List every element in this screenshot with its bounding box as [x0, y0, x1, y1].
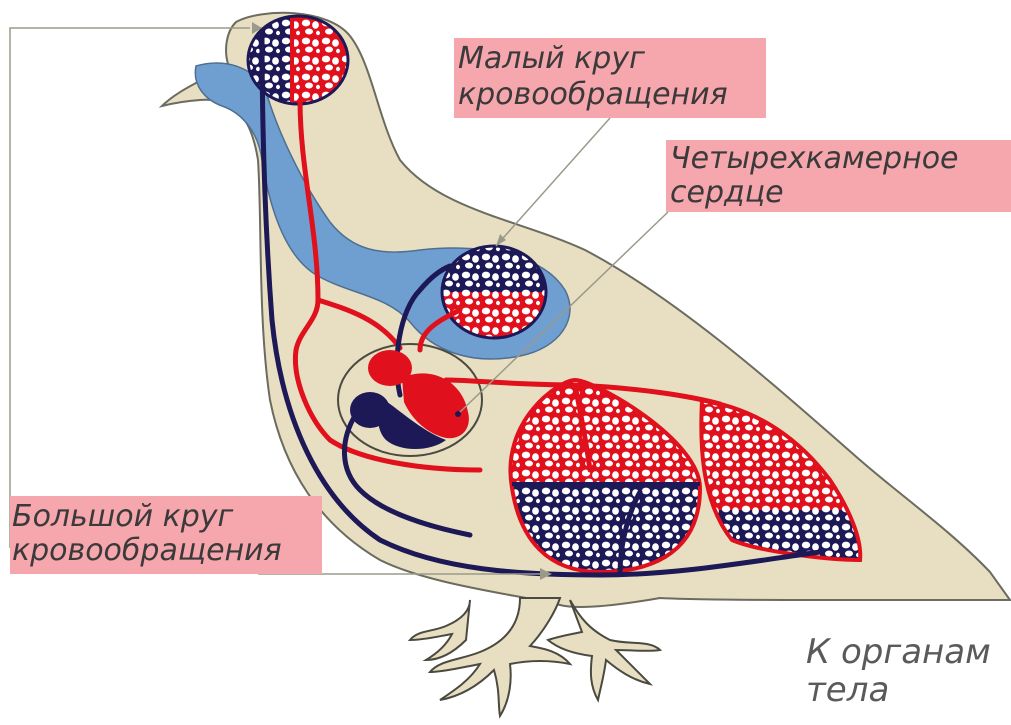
systemic-label-line1: Большой круг: [12, 500, 233, 534]
heart-label-line2: сердце: [670, 176, 784, 210]
bird-legs: [410, 598, 660, 716]
organs-label-line1: К органам: [806, 634, 991, 670]
organs-label-line2: тела: [806, 672, 889, 708]
systemic-label-line2: кровообращения: [12, 534, 282, 568]
heart-label-line1: Четырехкамерное: [670, 142, 959, 176]
pulmonary-label-line1: Малый круг: [458, 42, 645, 76]
pulmonary-label-line2: кровообращения: [458, 78, 728, 112]
